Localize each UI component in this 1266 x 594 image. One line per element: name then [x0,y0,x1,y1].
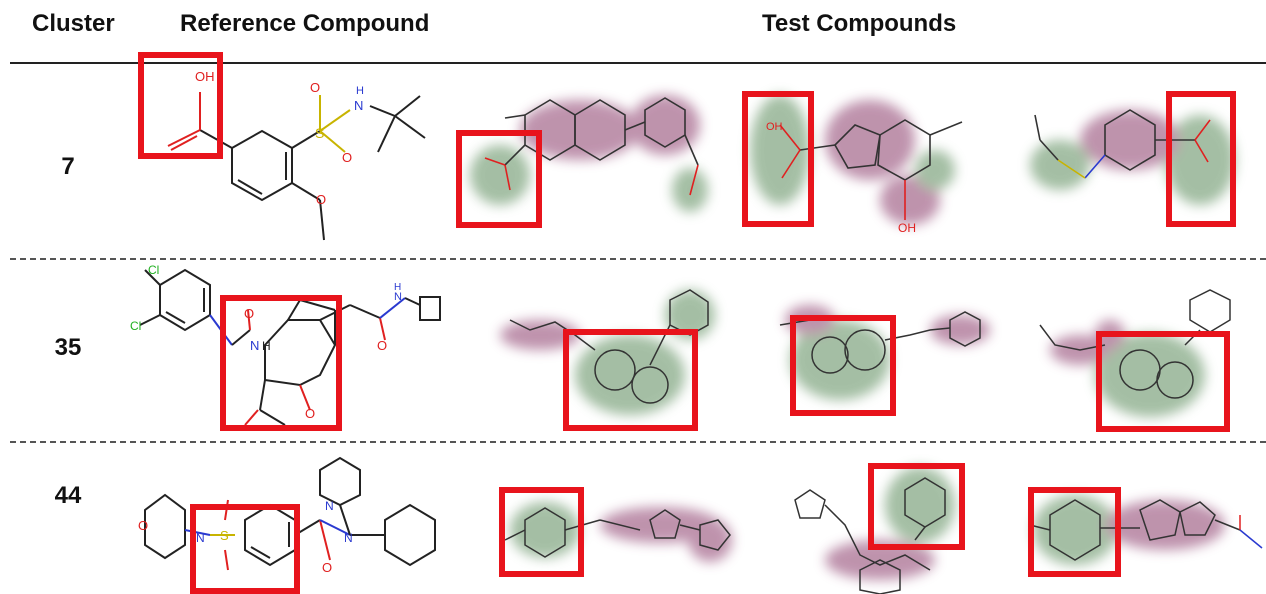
test-compound-35a [500,289,715,415]
test-compound-44a [504,502,732,562]
atom-label: O [377,338,387,353]
atom-label: S [315,125,324,141]
test-compound-7b: OH OH [750,95,963,235]
test-compound-35c [1039,289,1231,417]
highlight-box [220,295,342,431]
highlight-box [790,315,896,416]
atom-label: O [305,406,315,421]
highlight-box [456,130,542,228]
row-divider-2 [10,441,1266,443]
reference-compound-44 [144,456,436,571]
test-compound-44b [794,467,955,594]
atom-label: N [344,531,353,545]
test-compound-35b [779,305,990,400]
atom-label: N [250,338,259,353]
atom-label: N [394,291,402,303]
atom-label: Cl [148,263,159,277]
atom-label: S [220,528,229,543]
highlight-box [499,487,584,577]
highlight-box [1096,331,1230,432]
highlight-box [563,329,698,431]
atom-label: O [138,518,148,533]
atom-label: O [342,150,352,165]
header-divider [10,62,1266,64]
atom-label: H [394,282,401,293]
atom-label: O [316,192,326,207]
column-header-test: Test Compounds [762,10,957,37]
atom-label: Cl [130,319,141,333]
atom-label: N [354,98,363,113]
cluster-label-44: 44 [54,482,82,509]
atom-label: O [310,80,320,95]
atom-label: OH [898,221,916,235]
atom-label: O [322,560,332,575]
column-header-reference: Reference Compound [180,10,430,37]
test-compound-7a [470,95,708,212]
test-compound-44c [1029,495,1263,565]
atom-label: N [325,499,334,513]
highlight-box [868,463,965,550]
atom-label: H [356,85,364,97]
highlight-box [138,52,223,159]
highlight-box [190,504,300,594]
highlight-box [1028,487,1121,577]
atom-label: H [262,339,271,353]
test-compound-7c [1030,109,1235,205]
column-header-cluster: Cluster [32,10,115,37]
reference-compound-7 [167,92,426,241]
reference-compound-35 [139,268,441,426]
highlight-boxes [138,52,1236,594]
atom-label: O [244,306,254,321]
highlight-box [742,91,814,227]
highlight-box [1166,91,1236,227]
atom-label: N [196,531,205,545]
atom-label: OH [195,69,215,84]
row-divider-1 [10,258,1266,260]
cluster-label-35: 35 [54,334,82,361]
atom-label: OH [766,121,783,133]
cluster-label-7: 7 [61,153,75,180]
